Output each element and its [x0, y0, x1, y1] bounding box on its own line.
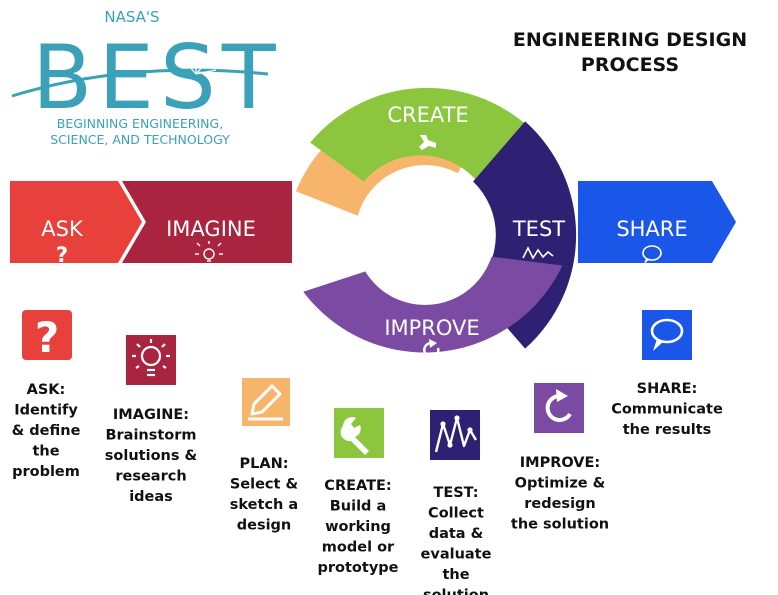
ask-stage-label: ASK: [41, 217, 84, 241]
ask-description-line-2: Identify: [14, 403, 78, 419]
improve-stage-label: IMPROVE: [384, 316, 479, 340]
improve-description-line-2: Optimize &: [515, 476, 606, 492]
step-descriptions: ASK: Identify & define the problem IMAGINE: Br…: [12, 381, 723, 595]
create-description-line-3: working: [325, 519, 391, 535]
imagine-description-line-4: research: [115, 469, 186, 485]
improve-description-line-3: redesign: [524, 496, 596, 512]
logo-starburst: [181, 52, 217, 75]
test-description-line-1: TEST:: [433, 485, 478, 501]
title-line-1: ENGINEERING DESIGN: [513, 29, 747, 51]
ask-arrow: [10, 181, 142, 263]
share-small-bubble-icon: [642, 245, 662, 264]
logo-nasas-text: NASA'S: [104, 8, 159, 26]
plan-description-line-3: sketch a: [230, 497, 298, 513]
create-description-line-1: CREATE:: [324, 478, 391, 494]
imagine-stage-label: IMAGINE: [166, 217, 256, 241]
create-description-line-5: prototype: [318, 560, 399, 576]
improve-small-arrow-icon: [423, 339, 440, 359]
share-stage-label: SHARE: [616, 217, 687, 241]
ask-small-question-icon: ?: [56, 243, 68, 267]
test-description-line-5: the: [442, 567, 469, 583]
improve-circular-arrow-icon: [534, 383, 584, 433]
test-description-line-6: solution: [423, 588, 489, 595]
share-description-line-2: Communicate: [611, 402, 723, 418]
ask-description-line-4: the: [32, 444, 59, 460]
plan-stage-label: PLAN: [299, 217, 354, 241]
nasa-best-logo: NASA'S BEST BEGINNING ENGINEERING, SCIEN…: [11, 8, 282, 147]
share-arrow: [578, 181, 736, 263]
create-description-line-4: model or: [322, 540, 395, 556]
plan-description-line-1: PLAN:: [239, 456, 288, 472]
plan-description-line-4: design: [237, 518, 292, 534]
test-stage-label: TEST: [512, 217, 565, 241]
ask-description-line-3: & define: [12, 423, 81, 439]
create-wrench-icon: [334, 408, 384, 458]
logo-best-text: BEST: [32, 26, 282, 129]
logo-swoosh: [11, 68, 269, 98]
imagine-description-line-1: IMAGINE:: [113, 407, 189, 423]
imagine-description-line-3: solutions &: [105, 448, 198, 464]
create-segment: [310, 87, 544, 182]
plan-description-line-2: Select &: [230, 477, 299, 493]
imagine-lightbulb-icon: [126, 335, 176, 385]
improve-description-line-4: the solution: [511, 517, 609, 533]
ask-description-line-5: problem: [12, 464, 80, 480]
share-description-line-3: the results: [623, 422, 712, 438]
create-description-line-2: Build a: [330, 499, 387, 515]
svg-text:?: ?: [35, 313, 59, 362]
imagine-description-line-5: ideas: [129, 489, 173, 505]
create-small-wrench-icon: [419, 135, 436, 150]
imagine-arrow: [122, 181, 292, 263]
imagine-small-bulb-icon: [195, 241, 223, 262]
cycle-center: [355, 165, 495, 305]
share-speech-bubble-icon: [642, 310, 692, 360]
ask-description-line-1: ASK:: [27, 382, 66, 398]
test-description-line-2: Collect: [428, 506, 484, 522]
plan-small-pencil-icon: [314, 243, 335, 265]
share-description-line-1: SHARE:: [637, 381, 698, 397]
test-graph-icon: [430, 410, 480, 460]
test-description-line-3: data &: [429, 526, 484, 542]
test-description-line-4: evaluate: [421, 547, 492, 563]
improve-description-line-1: IMPROVE:: [520, 455, 600, 471]
test-small-graph-icon: [522, 246, 554, 260]
logo-tagline-1: BEGINNING ENGINEERING,: [57, 116, 223, 131]
logo-tagline-2: SCIENCE, AND TECHNOLOGY: [50, 132, 230, 147]
title-line-2: PROCESS: [581, 54, 679, 76]
design-cycle-ring: [295, 87, 577, 353]
create-stage-label: CREATE: [387, 103, 468, 127]
imagine-description-line-2: Brainstorm: [105, 428, 196, 444]
plan-pencil-icon: [242, 378, 290, 426]
ask-question-icon: ?: [22, 310, 72, 362]
